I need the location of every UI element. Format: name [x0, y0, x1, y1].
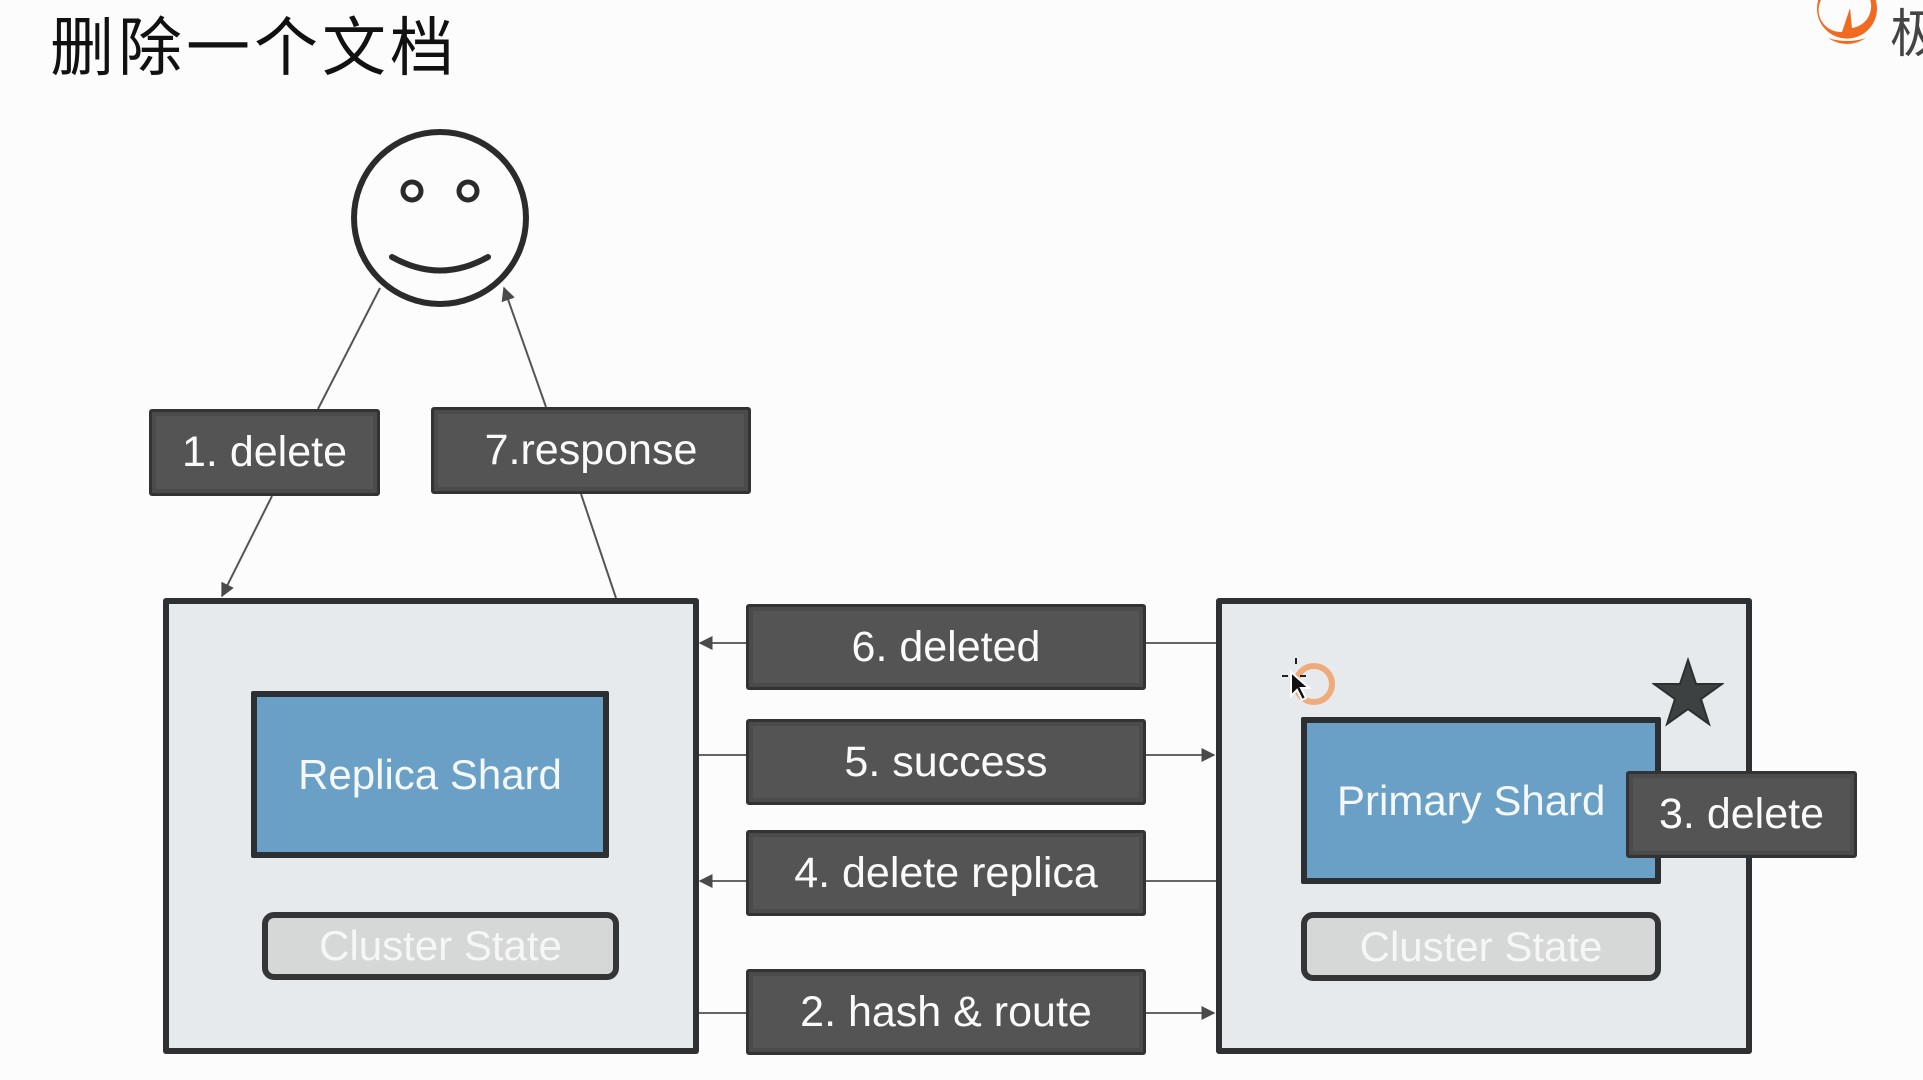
connector-node-to-response-label [580, 493, 617, 599]
connector-client-to-delete-label [317, 287, 381, 410]
step-1-delete-label: 1. delete [149, 409, 380, 496]
step-6-deleted-label: 6. deleted [746, 604, 1146, 690]
step-7-response-label: 7.response [431, 407, 751, 494]
primary-shard: Primary Shard [1301, 717, 1661, 884]
brand-logo: 极 [1810, 0, 1923, 60]
step-4-delete-replica-label: 4. delete replica [746, 830, 1146, 916]
smiley-face-icon [351, 129, 529, 307]
step-2-hash-route-label: 2. hash & route [746, 969, 1146, 1055]
replica-shard: Replica Shard [251, 691, 609, 858]
step-5-success-label: 5. success [746, 719, 1146, 805]
step-3-delete-label: 3. delete [1626, 771, 1857, 858]
primary-cluster-state: Cluster State [1301, 912, 1661, 981]
slide-title: 删除一个文档 [50, 12, 458, 86]
mouse-cursor-icon [1282, 658, 1335, 705]
connector-response-label-to-client [501, 286, 547, 408]
logo-mark-icon [1817, 0, 1877, 44]
replica-cluster-state: Cluster State [262, 912, 619, 980]
star-icon [1652, 656, 1724, 727]
logo-text: 极 [1890, 5, 1923, 60]
connector-delete-label-to-node [221, 495, 273, 598]
